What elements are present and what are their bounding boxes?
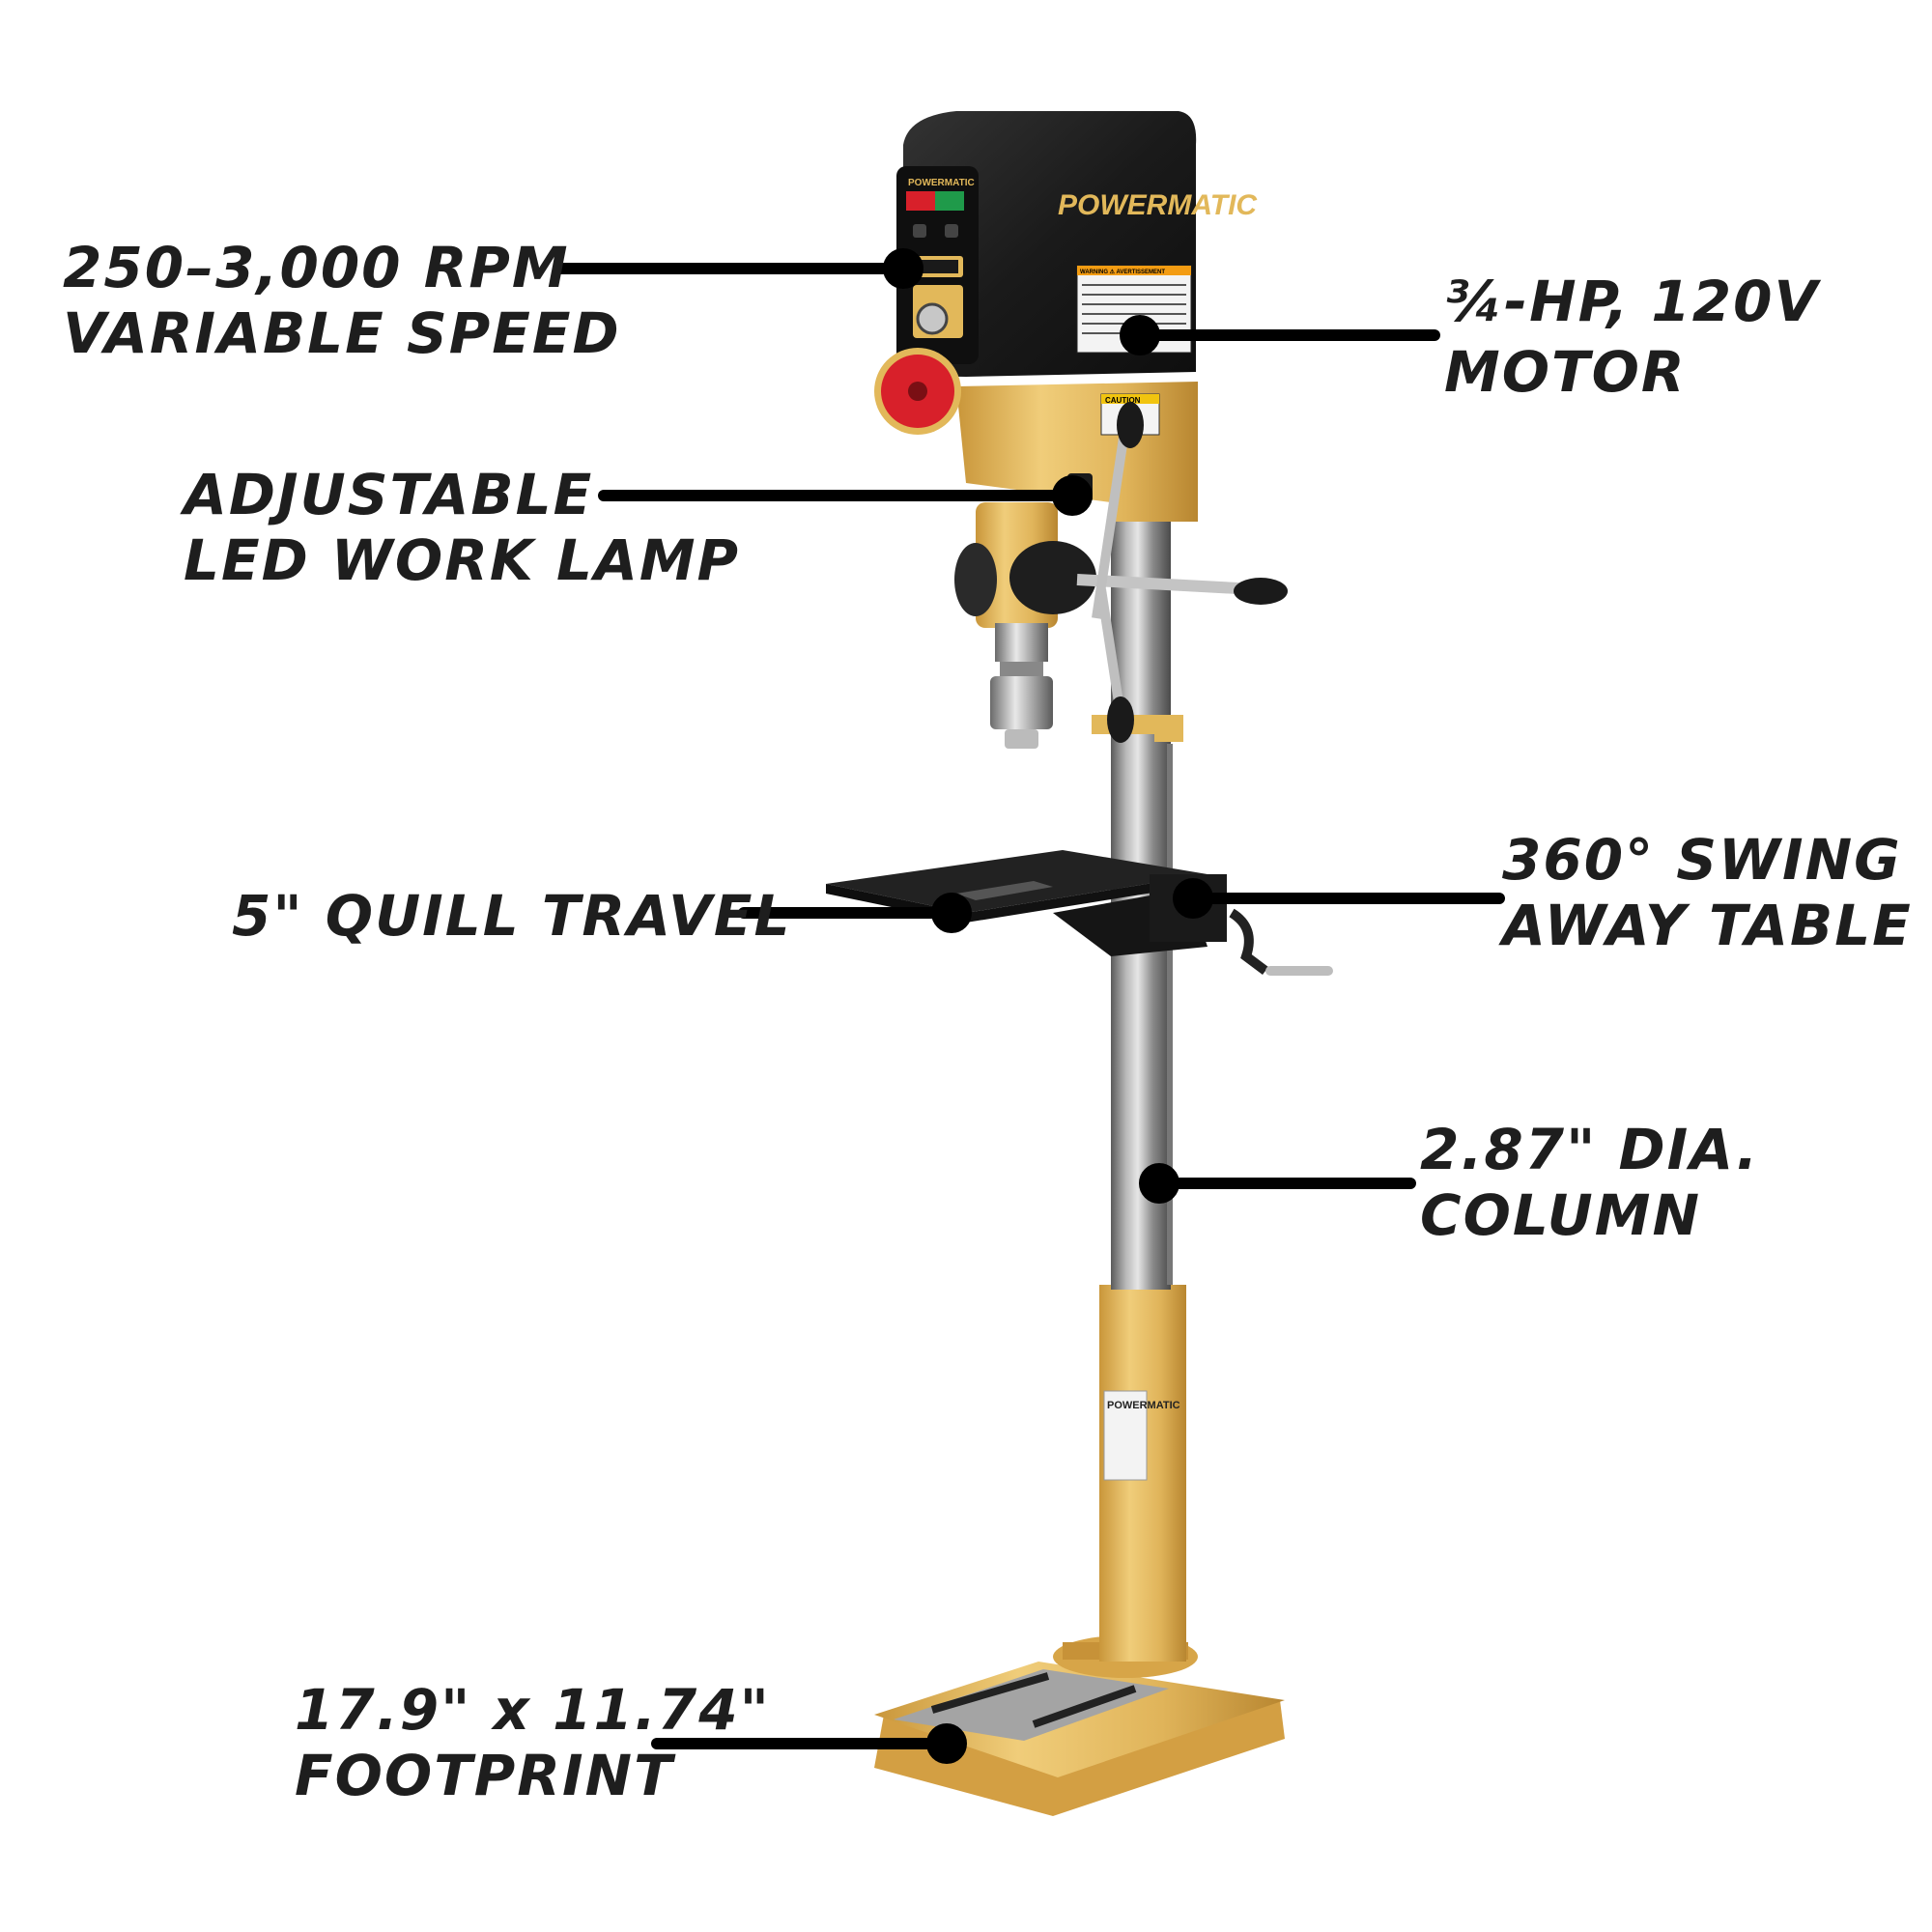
feed-handles: [1076, 402, 1288, 743]
leader-footprint: [651, 1723, 967, 1764]
leader-quill: [738, 893, 972, 933]
leader-column: [1139, 1163, 1416, 1204]
sleeve-brand-label: POWERMATIC: [1107, 1400, 1180, 1411]
warning-label: WARNING ⚠ AVERTISSEMENT: [1080, 269, 1165, 275]
swing-away-table: [826, 850, 1333, 976]
callout-column-line2: COLUMN: [1420, 1182, 1701, 1248]
callout-column-line1: 2.87" DIA.: [1420, 1117, 1759, 1182]
leader-lines: [554, 248, 1505, 1764]
callout-footprint-line2: FOOTPRINT: [295, 1743, 676, 1808]
base: [874, 1635, 1285, 1816]
leader-table: [1173, 878, 1505, 919]
callout-labels: 250–3,000 RPM VARIABLE SPEED ¾-HP, 120V …: [63, 235, 1913, 1808]
leader-lamp: [598, 475, 1093, 516]
callout-table-line2: AWAY TABLE: [1498, 893, 1913, 958]
callout-table-line1: 360° SWING: [1502, 827, 1902, 893]
leader-motor: [1120, 315, 1440, 355]
callout-quill-line1: 5" QUILL TRAVEL: [232, 883, 792, 949]
drill-chuck: [990, 623, 1053, 749]
callout-speed-line2: VARIABLE SPEED: [63, 300, 621, 366]
callout-lamp-line1: ADJUSTABLE: [180, 462, 593, 527]
callout-motor-line2: MOTOR: [1444, 339, 1687, 405]
callout-lamp-line2: LED WORK LAMP: [184, 527, 740, 593]
callout-speed-line1: 250–3,000 RPM: [63, 235, 570, 300]
callout-motor-line1: ¾-HP, 120V: [1444, 269, 1822, 334]
panel-brand: POWERMATIC: [908, 178, 975, 188]
leader-speed: [554, 248, 923, 289]
caution-label: CAUTION: [1105, 396, 1141, 405]
motor-head: POWERMATIC POWERMATIC WARNING ⚠ AVERTISS…: [874, 111, 1258, 435]
head-brand-logo: POWERMATIC: [1058, 189, 1258, 221]
callout-footprint-line1: 17.9" x 11.74": [295, 1677, 771, 1743]
drill-press-illustration: POWERMATIC CAUTION: [826, 111, 1333, 1816]
